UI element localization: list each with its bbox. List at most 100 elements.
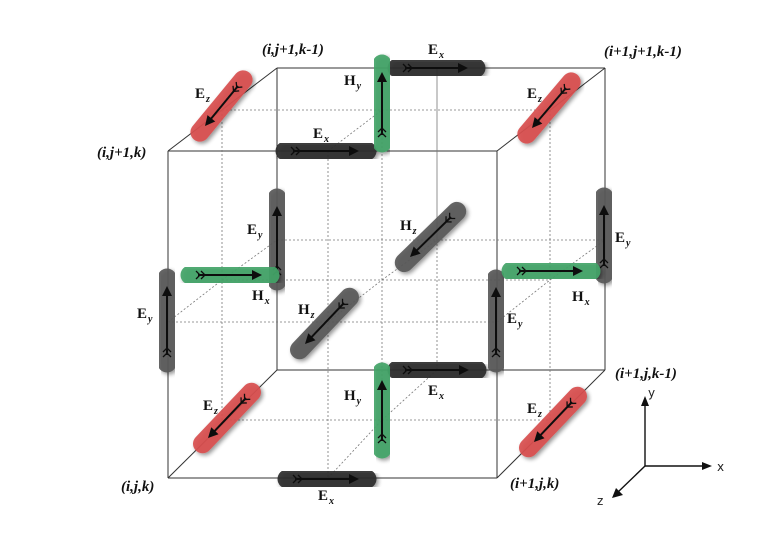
ex-arrow-back-top-tail <box>407 63 413 73</box>
label-ey-right: Ey <box>615 230 631 249</box>
axis-label-y: y <box>648 386 655 400</box>
hx-arrow-right-head <box>573 266 583 276</box>
ez-arrow-top-right-head <box>532 117 543 128</box>
corner-labels: (i,j,k) (i+1,j,k) (i,j+1,k) (i+1,j,k-1) … <box>97 42 682 495</box>
hy-arrow-top-tail <box>377 127 387 133</box>
ez-arrow-bottom-right-tail <box>566 401 573 408</box>
hz-arrow-left-head <box>305 333 316 344</box>
hy-arrow-top-head <box>377 72 387 82</box>
label-ey-left: Ey <box>137 306 153 325</box>
axis-label-z: z <box>597 494 603 508</box>
ex-arrow-back-top <box>387 58 486 78</box>
axis-label-x: x <box>717 460 724 474</box>
ez-arrow-bottom-left <box>192 382 262 454</box>
hx-arrow-right <box>501 261 601 281</box>
hy-arrow-bottom-tail <box>377 433 387 439</box>
ez-arrow-top-left-head <box>205 115 216 126</box>
hz-arrow-center-tail <box>445 216 452 223</box>
label-hx-right: Hx <box>572 289 590 308</box>
label-hy-top: Hy <box>344 73 362 92</box>
hx-arrow-right-tail <box>521 266 527 276</box>
hz-arrow-left-tail <box>338 302 345 309</box>
corner-label-i1-j1-k1: (i+1,j+1,k-1) <box>604 44 682 60</box>
corner-label-i-j1-k: (i,j+1,k) <box>97 145 146 161</box>
label-ex-bottom: Ex <box>318 488 334 507</box>
ey-arrow-right <box>594 187 614 284</box>
corner-label-i-j-k: (i,j,k) <box>121 479 154 495</box>
axis-y-arrowhead <box>641 396 649 406</box>
hz-arrow-center <box>394 201 467 273</box>
label-ey-mid-right: Ey <box>507 311 523 330</box>
label-ez-top-right: Ez <box>527 86 542 105</box>
hz-arrow-left-tail <box>341 298 349 306</box>
ez-arrow-bottom-right-head <box>534 431 545 442</box>
ex-arrow-back-top-head <box>458 63 468 73</box>
ey-arrow-left-head <box>162 286 172 296</box>
ex-arrow-top <box>275 141 377 161</box>
ey-arrow-right-tail <box>599 263 609 269</box>
ez-arrow-top-left-tail <box>235 81 243 89</box>
ex-arrow-bottom-head <box>349 474 359 484</box>
corner-label-i-j1-k1: (i,j+1,k-1) <box>262 42 324 58</box>
hz-arrow-left-shaft <box>309 302 345 339</box>
ez-arrow-top-left-tail <box>232 85 240 93</box>
axis-indicator <box>612 396 712 498</box>
hx-arrow-left-tail <box>195 270 201 280</box>
corner-label-i1-j-k: (i+1,j,k) <box>510 476 559 492</box>
ex-arrow-top-head <box>349 146 359 156</box>
hx-arrow-left-tail <box>200 270 206 280</box>
corner-label-i1-j-k1: (i+1,j,k-1) <box>615 366 677 382</box>
label-hz-center: Hz <box>400 218 417 237</box>
ez-arrow-top-right-tail <box>563 83 571 91</box>
label-ex-back-top: Ex <box>428 42 444 61</box>
ez-arrow-top-right-tail <box>560 87 568 95</box>
ex-arrow-back-bottom-tail <box>407 365 413 375</box>
ez-arrow-bottom-left-head <box>208 427 219 438</box>
hy-arrow-bottom <box>372 362 392 459</box>
hy-arrow-top <box>372 54 392 153</box>
ez-arrow-top-right <box>517 72 581 144</box>
axis-z-arrowhead <box>612 488 623 498</box>
ex-arrow-back-bottom <box>387 360 487 380</box>
ex-arrow-bottom-tail <box>292 474 298 484</box>
ez-arrow-bottom-right <box>518 386 588 458</box>
ex-arrow-bottom-tail <box>297 474 303 484</box>
ex-arrow-top-tail <box>290 146 296 156</box>
ey-arrow-left <box>157 268 177 373</box>
ex-arrow-back-top-tail <box>402 63 408 73</box>
axis-z-line <box>616 465 646 494</box>
hy-arrow-bottom-head <box>377 380 387 390</box>
label-hz-left: Hz <box>298 302 315 321</box>
ey-arrow-right-head <box>599 205 609 215</box>
hz-arrow-center-head <box>410 246 421 257</box>
ex-arrow-bottom <box>277 469 377 489</box>
hz-arrow-center-tail <box>448 212 456 220</box>
ey-arrow-left-tail <box>162 347 172 353</box>
ey-arrow-mid-left-head <box>272 206 282 216</box>
ey-arrow-left-tail <box>162 352 172 358</box>
axis-x-arrowhead <box>702 462 712 470</box>
ez-arrow-bottom-left-tail <box>240 397 247 404</box>
label-ez-bottom-left: Ez <box>203 398 218 417</box>
label-ez-bottom-right: Ez <box>527 401 542 420</box>
hx-arrow-left <box>180 265 280 285</box>
field-arrows <box>157 54 614 489</box>
ez-arrow-top-left <box>190 70 253 142</box>
label-hy-bottom: Hy <box>344 388 362 407</box>
ey-arrow-right-tail <box>599 258 609 264</box>
hz-arrow-center-shaft <box>415 216 452 253</box>
label-ez-top-left: Ez <box>195 86 210 105</box>
hy-arrow-bottom-tail <box>377 438 387 444</box>
ex-arrow-back-bottom-tail <box>402 365 408 375</box>
hy-arrow-top-tail <box>377 132 387 138</box>
ey-arrow-mid-right-tail <box>491 347 501 353</box>
ey-arrow-mid-right-tail <box>491 352 501 358</box>
ex-arrow-back-bottom-head <box>459 365 469 375</box>
hx-arrow-left-head <box>252 270 262 280</box>
hx-arrow-right-tail <box>516 266 522 276</box>
hz-arrow-left <box>289 287 360 360</box>
label-ex-back-bottom: Ex <box>428 383 444 402</box>
label-ey-mid-left: Ey <box>247 222 263 241</box>
